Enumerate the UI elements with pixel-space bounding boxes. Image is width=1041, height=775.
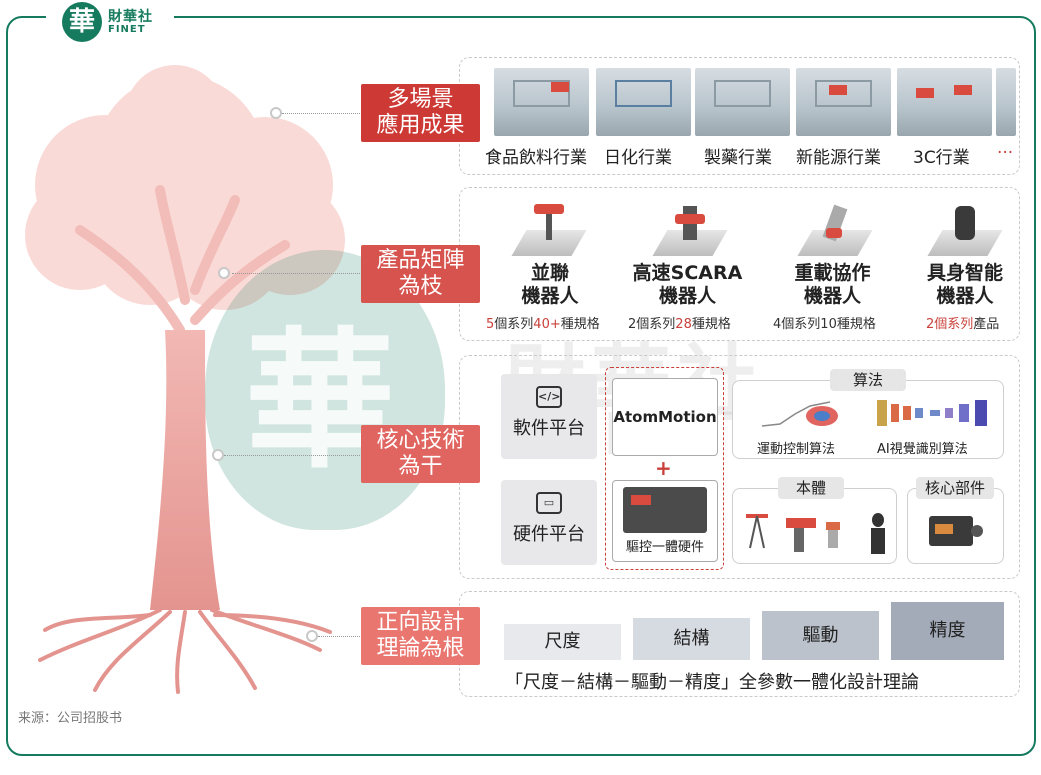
controller-label: 驅控一體硬件 [625, 540, 704, 555]
plus-sign: + [655, 456, 672, 480]
product-spec-part: 2 [926, 317, 935, 332]
scenario-label: 新能源行業 [796, 148, 881, 168]
finet-logo-en: FINET [108, 24, 146, 35]
hardware-platform-label: 硬件平台 [513, 524, 585, 545]
product-spec-collab: 4個系列10種規格 [773, 313, 876, 332]
leader-products [232, 273, 362, 274]
controller-device-image [623, 487, 707, 533]
leader-dot-design [306, 630, 318, 642]
step-structure: 結構 [633, 618, 750, 660]
finet-logo-cn: 財華社 [108, 9, 153, 25]
algorithm-title: 算法 [830, 369, 906, 391]
product-spec-delta: 5個系列40+種規格 [486, 313, 600, 332]
product-spec-part: 種規格 [836, 317, 876, 332]
hardware-platform: ▭ 硬件平台 [501, 480, 597, 565]
product-spec-part: 40+ [533, 317, 561, 332]
scenario-more: ··· [997, 143, 1014, 163]
leader-dot-scenarios [270, 107, 282, 119]
collab-robot-image [797, 200, 873, 258]
product-name-delta: 並聯 機器人 [521, 262, 579, 307]
product-spec-part: 2 [628, 317, 637, 332]
motion-control-label: 運動控制算法 [757, 442, 836, 457]
product-spec-humanoid: 2個系列產品 [926, 313, 999, 332]
atommotion-box: AtomMotion [612, 378, 718, 456]
tag-tech: 核心技術 為干 [361, 425, 480, 483]
hardware-icon: ▭ [536, 492, 562, 514]
product-spec-part: 產品 [973, 317, 1000, 332]
design-caption: 「尺度－結構－驅動－精度」全參數一體化設計理論 [505, 672, 919, 693]
product-name-scara: 高速SCARA 機器人 [632, 262, 743, 307]
product-spec-part: 種規格 [691, 317, 731, 332]
core-parts-title: 核心部件 [916, 477, 994, 499]
product-spec-scara: 2個系列28種規格 [628, 313, 731, 332]
tag-design: 正向設計 理論為根 [361, 607, 480, 665]
leader-design [318, 636, 362, 637]
product-name-humanoid: 具身智能 機器人 [926, 262, 1003, 307]
photo-food-beverage [494, 68, 589, 136]
product-spec-part: 4 [773, 317, 782, 332]
motion-control-graphic [761, 401, 838, 427]
body-robots-graphic [746, 513, 885, 554]
scenario-label: 食品飲料行業 [485, 148, 587, 168]
product-spec-part: 個系列 [934, 317, 974, 332]
tag-products: 產品矩陣 為枝 [361, 245, 480, 303]
leader-scenarios [282, 113, 362, 114]
step-drive: 驅動 [762, 611, 879, 660]
code-icon: </> [536, 386, 562, 408]
servo-motor-graphic [929, 516, 983, 546]
scenario-label: 3C行業 [913, 148, 970, 168]
delta-robot-image [511, 200, 587, 258]
step-precision: 精度 [891, 602, 1004, 660]
photo-pharmaceutical [695, 68, 790, 136]
product-spec-part: 種規格 [560, 317, 600, 332]
leader-dot-products [218, 267, 230, 279]
atommotion-group [605, 367, 724, 570]
scenario-label: 日化行業 [604, 148, 672, 168]
ai-vision-label: AI視覺識別算法 [877, 442, 968, 457]
body-title: 本體 [778, 477, 844, 499]
leader-tech [224, 455, 362, 456]
ai-vision-graphic [877, 400, 987, 426]
product-spec-part: 28 [675, 317, 692, 332]
source-note: 来源：公司招股书 [18, 711, 123, 726]
controller-box: 驅控一體硬件 [612, 480, 718, 562]
scara-robot-image [652, 200, 728, 258]
photo-3c [897, 68, 992, 136]
tree-illustration [25, 65, 345, 694]
finet-logo-mark: 華 [62, 2, 102, 42]
software-platform: </> 軟件平台 [501, 374, 597, 459]
tree-trunk [150, 330, 220, 610]
tree-roots [38, 608, 332, 694]
scenario-label: 製藥行業 [704, 148, 772, 168]
photo-new-energy [796, 68, 891, 136]
photo-daily-chemical [596, 68, 691, 136]
tag-scenarios: 多場景 應用成果 [361, 84, 480, 142]
outer-frame [6, 16, 1036, 756]
product-name-collab: 重載協作 機器人 [794, 262, 871, 307]
humanoid-robot-image [927, 200, 1003, 258]
leader-dot-tech [212, 449, 224, 461]
software-platform-label: 軟件平台 [513, 418, 585, 439]
product-spec-part: 10 [820, 317, 837, 332]
photo-more [996, 68, 1016, 136]
step-scale: 尺度 [504, 624, 621, 660]
product-spec-part: 個系列 [636, 317, 676, 332]
product-spec-part: 5 [486, 317, 495, 332]
product-spec-part: 個系列 [781, 317, 821, 332]
algorithm-box [732, 380, 1004, 459]
product-spec-part: 個系列 [494, 317, 534, 332]
